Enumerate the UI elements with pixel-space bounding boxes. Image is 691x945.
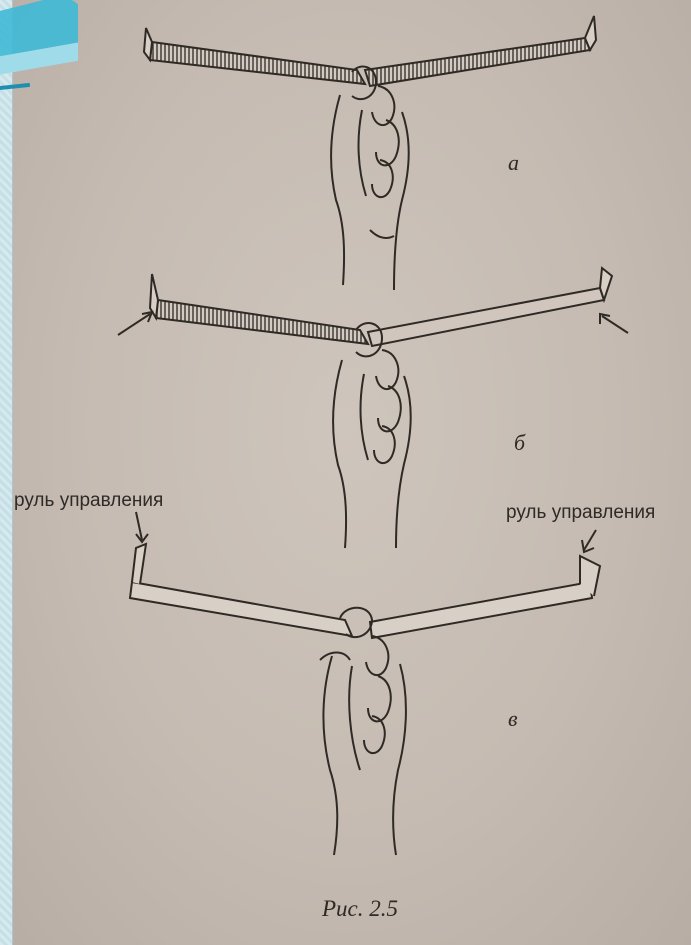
rudder-label-left: руль управления xyxy=(14,490,163,512)
glider-c xyxy=(130,512,600,855)
figure-label-v: в xyxy=(508,706,518,732)
figure-label-a: а xyxy=(508,150,519,176)
figure-caption: Рис. 2.5 xyxy=(322,896,398,922)
rudder-label-right: руль управления xyxy=(506,502,655,524)
glider-a xyxy=(144,16,596,290)
figure-label-b: б xyxy=(514,430,525,456)
